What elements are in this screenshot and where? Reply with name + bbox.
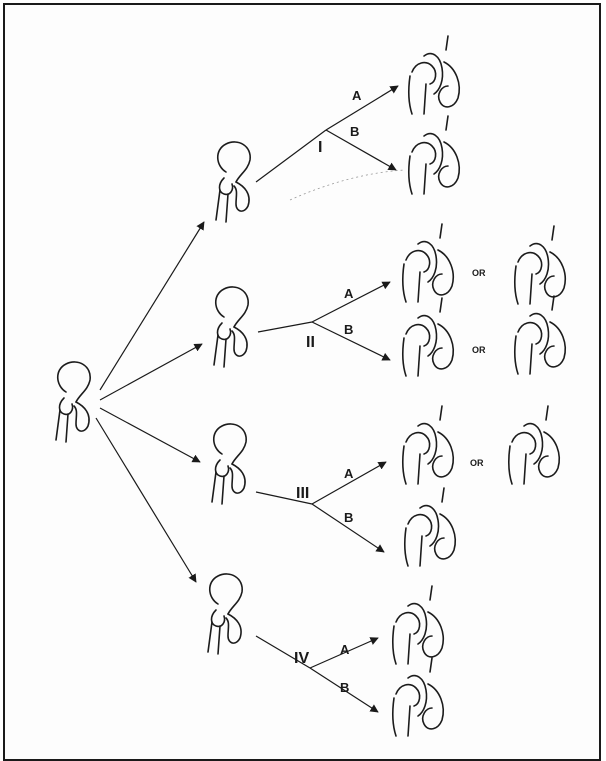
class-IV-label: IV	[294, 650, 309, 667]
class-III-label: III	[296, 485, 309, 502]
class-I-A-arrow	[325, 85, 399, 131]
class-II-stage-sketch	[213, 286, 249, 368]
class-III-stage-sketch	[211, 423, 247, 505]
class-III-B-outcome-sketch	[403, 487, 457, 567]
class-II-B-outcome-sketch	[401, 297, 455, 377]
root-hip-sketch	[55, 361, 91, 443]
root-to-class-IV-arrow	[95, 417, 197, 583]
class-III-A-or-label: OR	[470, 458, 484, 468]
class-II-branch-A-label: A	[344, 286, 354, 301]
class-III-stem	[255, 491, 313, 505]
class-II-A-alt-outcome-sketch	[513, 225, 567, 305]
class-I-stage-sketch	[215, 141, 251, 223]
class-IV-B-arrow	[309, 667, 379, 713]
class-IV-branch-A-label: A	[340, 642, 350, 657]
class-III-A-alt-outcome-sketch	[507, 405, 561, 485]
class-IV-A-outcome-sketch	[391, 585, 445, 665]
class-II-A-outcome-sketch	[401, 223, 455, 303]
class-I-dotted-curve	[289, 169, 406, 201]
class-II-B-alt-outcome-sketch	[513, 295, 567, 375]
class-II-stem	[257, 321, 313, 333]
class-II-B-arrow	[311, 321, 391, 361]
root-to-class-III-arrow	[99, 407, 201, 463]
class-IV-stem	[255, 635, 311, 669]
class-I-branch-B-label: B	[350, 124, 359, 139]
class-II-label: II	[306, 334, 315, 351]
class-IV-A-arrow	[309, 637, 379, 669]
class-II-branch-B-label: B	[344, 322, 353, 337]
class-II-A-arrow	[311, 281, 391, 323]
class-I-A-outcome-sketch	[407, 35, 461, 115]
root-to-class-I-arrow	[99, 221, 205, 391]
class-II-A-or-label: OR	[472, 268, 486, 278]
class-III-A-arrow	[311, 461, 387, 505]
class-I-B-arrow	[325, 129, 397, 171]
class-IV-branch-B-label: B	[340, 680, 349, 695]
class-III-B-arrow	[311, 503, 385, 553]
class-I-label: I	[318, 139, 322, 156]
class-I-B-outcome-sketch	[407, 115, 461, 195]
figure-frame	[3, 3, 601, 761]
class-I-branch-A-label: A	[352, 88, 362, 103]
class-IV-stage-sketch	[207, 573, 243, 655]
class-III-branch-B-label: B	[344, 510, 353, 525]
class-I-stem	[255, 129, 327, 183]
root-to-class-II-arrow	[99, 343, 203, 401]
class-II-B-or-label: OR	[472, 345, 486, 355]
class-III-A-outcome-sketch	[401, 405, 455, 485]
class-IV-B-outcome-sketch	[391, 657, 445, 737]
class-III-branch-A-label: A	[344, 466, 354, 481]
